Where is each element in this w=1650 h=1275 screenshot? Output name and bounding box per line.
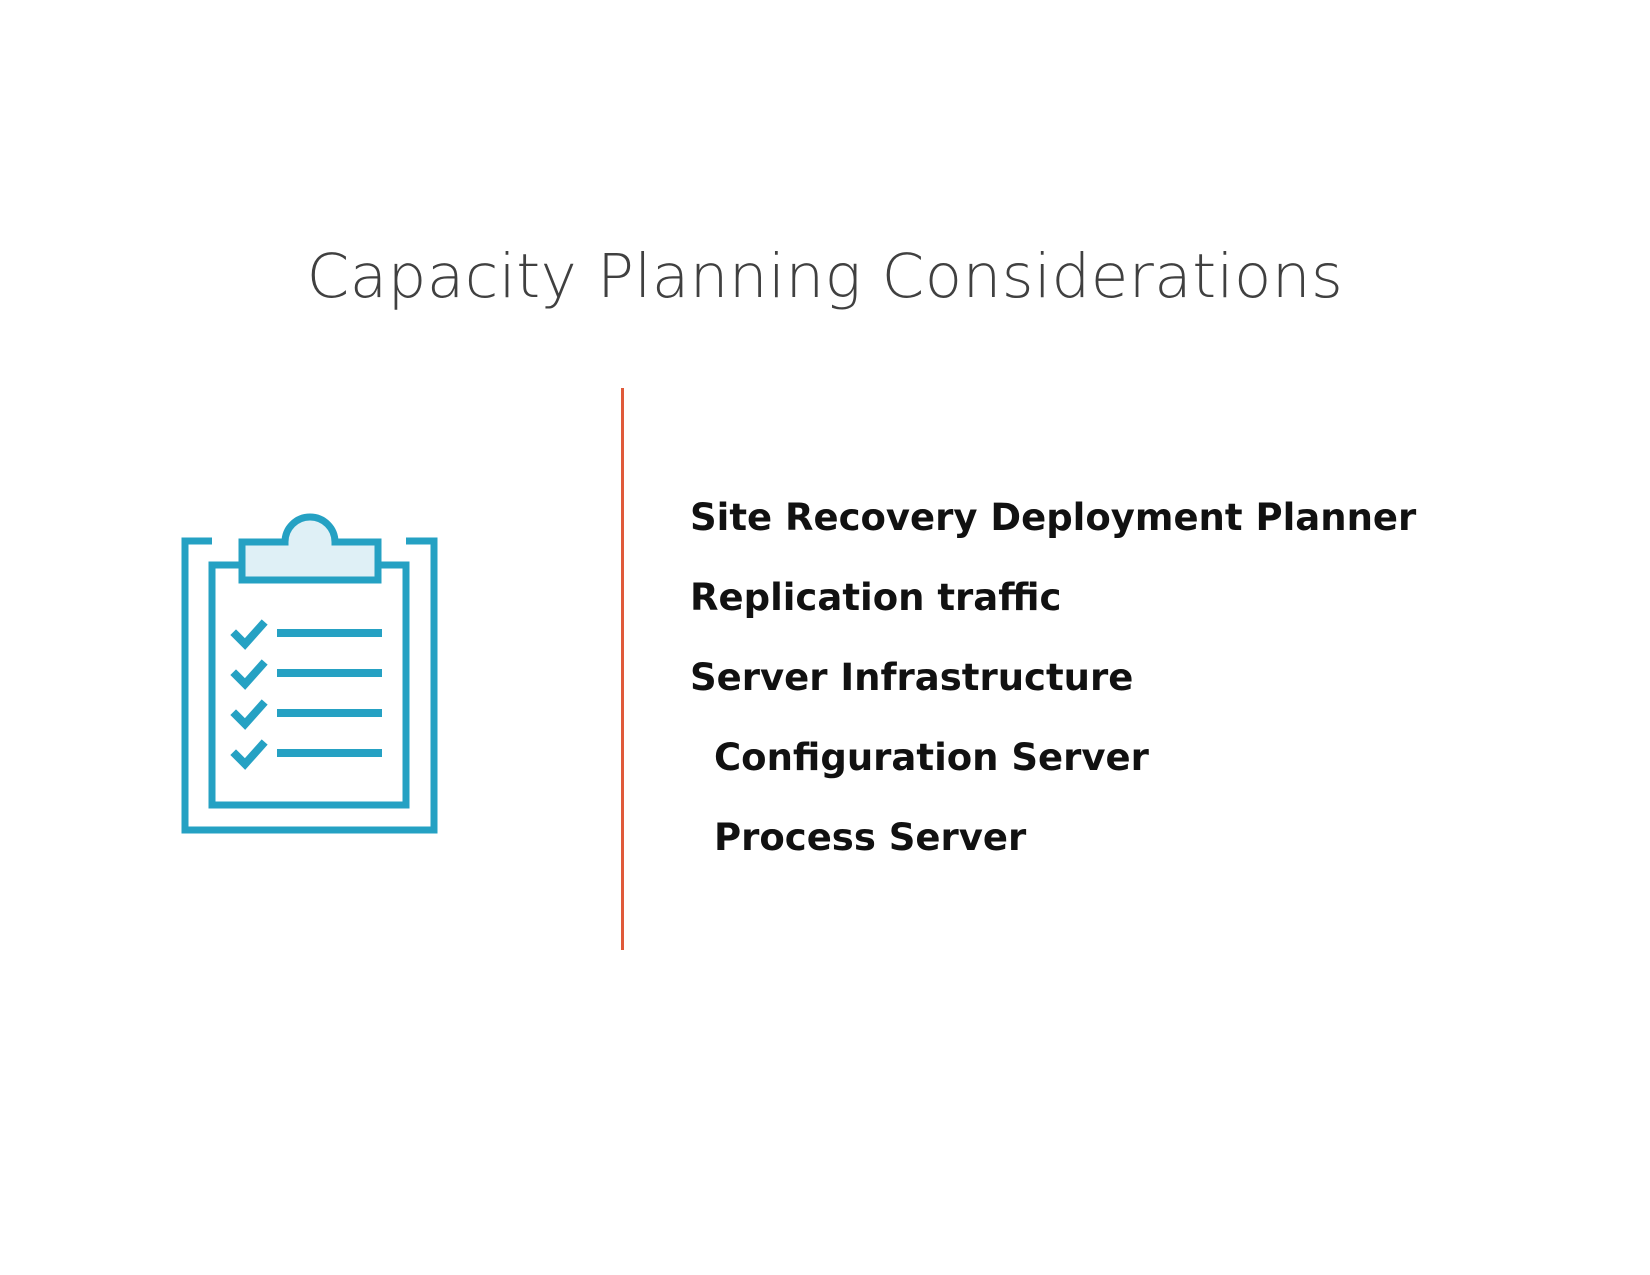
list-item: Server Infrastructure (690, 656, 1134, 699)
considerations-list: Site Recovery Deployment Planner Replica… (690, 478, 1416, 878)
slide-title: Capacity Planning Considerations (306, 241, 1344, 312)
clipboard-checklist-icon (180, 505, 450, 840)
list-subitem: Configuration Server (714, 736, 1149, 779)
list-subitem: Process Server (714, 816, 1027, 859)
list-item: Replication traffic (690, 576, 1062, 619)
vertical-divider (621, 388, 624, 950)
list-item: Site Recovery Deployment Planner (690, 496, 1417, 539)
